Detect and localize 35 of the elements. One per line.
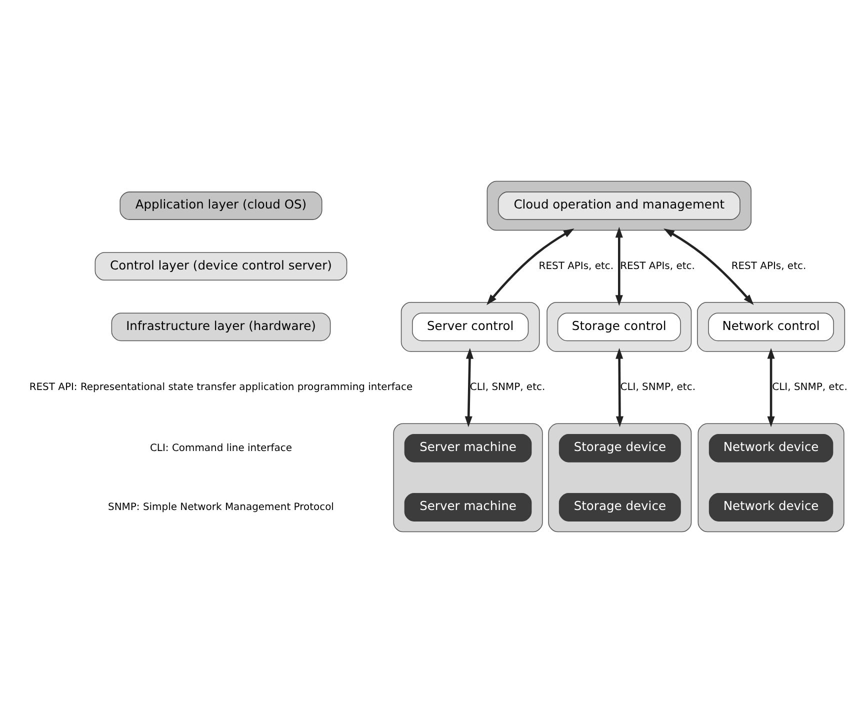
edge-label: REST APIs, etc.: [620, 260, 695, 272]
node-box: Network device: [708, 434, 834, 462]
arrow: [664, 228, 754, 306]
node-box: Server control: [412, 312, 529, 342]
node-box: Application layer (cloud OS): [120, 192, 322, 220]
edge-label: CLI, SNMP, etc.: [470, 382, 546, 394]
label: CLI: Command line interface: [150, 442, 292, 454]
arrow: [615, 226, 623, 306]
edge-label: REST APIs, etc.: [731, 260, 806, 272]
node-box: Storage control: [557, 312, 681, 342]
cluster: [698, 423, 844, 532]
cluster: [548, 423, 692, 532]
cluster: [400, 302, 540, 352]
node-box: Infrastructure layer (hardware): [111, 312, 331, 342]
edge-label: REST APIs, etc.: [538, 260, 614, 272]
cluster: [546, 302, 692, 352]
node-box: Storage device: [558, 493, 681, 522]
label: SNMP: Simple Network Management Protocol: [108, 502, 334, 513]
arrow: [464, 348, 474, 428]
node-box: Server machine: [404, 434, 532, 462]
node-box: Network device: [708, 493, 834, 522]
edge-label: CLI, SNMP, etc.: [620, 382, 696, 394]
cluster: [393, 423, 543, 532]
node-box: Storage device: [558, 434, 681, 462]
node-box: Server machine: [404, 493, 532, 522]
node-box: Network control: [708, 312, 834, 342]
arrow: [486, 228, 574, 306]
cluster: [697, 302, 846, 352]
label: REST API: Representational state transfer application programming interface: [29, 382, 413, 394]
edge-label: CLI, SNMP, etc.: [772, 382, 848, 394]
cluster: [486, 180, 752, 231]
node-box: Control layer (device control server): [94, 252, 348, 281]
node-box: Cloud operation and management: [498, 192, 740, 220]
arrow: [767, 348, 775, 428]
arrow: [616, 348, 624, 428]
